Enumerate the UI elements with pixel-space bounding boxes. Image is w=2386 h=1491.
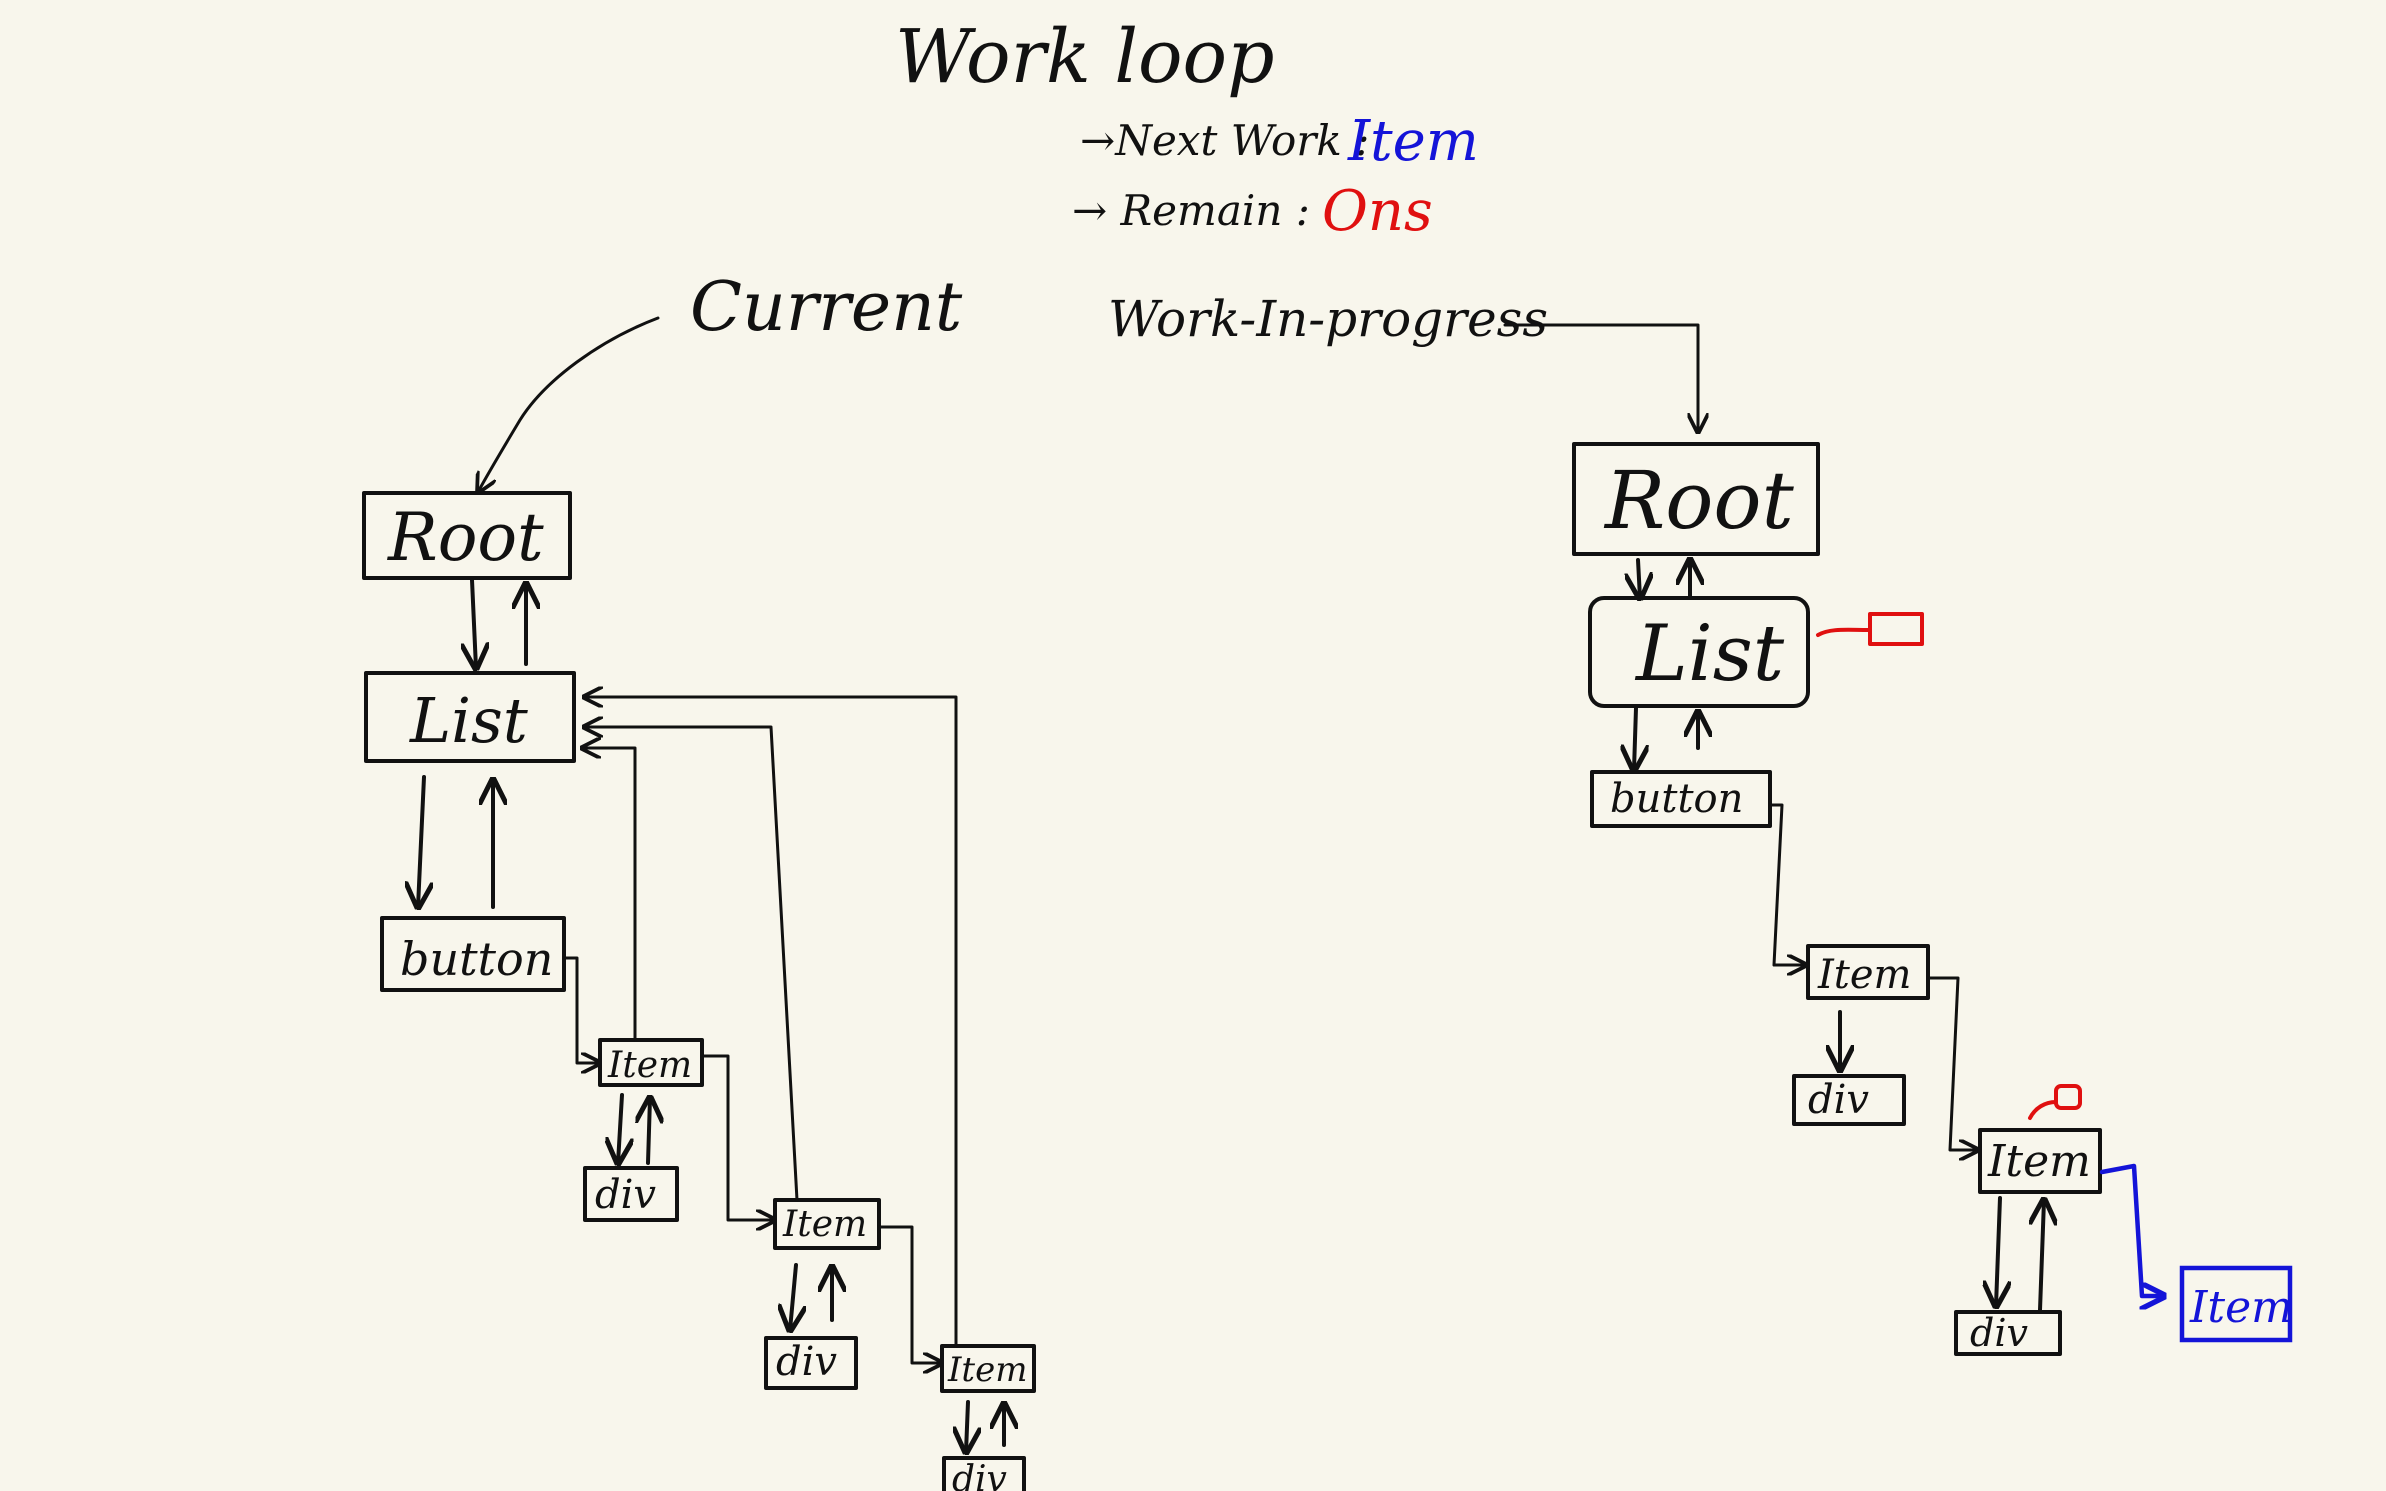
current-item2-to-div2-arrow [790,1263,796,1330]
wip-root-to-list-arrow [1638,558,1640,598]
current-div1-node [583,1166,679,1222]
current-div1-label: div [595,1172,656,1218]
next-work-label: →Next Work : [1080,116,1369,165]
wip-div2-node [1954,1310,2062,1356]
current-div3-node [942,1456,1026,1491]
remain-value: Ons [1322,179,1433,244]
wip-item2-node [1978,1128,2102,1194]
wip-pointer-arrow [1503,323,1698,432]
wip-tree: Work-In-progress Root List button Item d… [1108,290,2293,1356]
wip-button-node [1590,770,1772,828]
wip-item2-label: Item [1987,1136,2091,1187]
wip-list-label: List [1634,609,1785,699]
current-button-sibling-arrow [562,956,600,1063]
wip-item1-sibling-arrow [1928,976,1978,1150]
wip-item3-label: Item [2189,1282,2293,1333]
wip-root-label: Root [1603,454,1795,547]
current-div2-node [764,1336,858,1390]
wip-heading: Work-In-progress [1108,290,1548,348]
current-item2-return-arrow [584,727,799,1202]
current-item3-return-arrow [584,697,958,1348]
current-item3-label: Item [947,1350,1027,1390]
current-div3-label: div [952,1459,1007,1491]
current-button-node [380,916,566,992]
wip-div2-label: div [1970,1311,2028,1355]
wip-list-to-button-arrow [1634,706,1636,770]
remain-label: → Remain : [1072,186,1310,235]
current-item1-to-div1-arrow [618,1093,622,1163]
wip-item2-flag-mark [2028,1100,2058,1120]
wip-div2-to-item2-arrow [2040,1200,2044,1312]
current-heading: Current [690,268,963,347]
wip-button-sibling-arrow [1770,803,1806,965]
current-item2-sibling-arrow [878,1225,942,1363]
current-tree: Current Root List button Item div [362,268,1036,1491]
wip-list-flag-box [1868,612,1924,646]
wip-button-label: button [1610,776,1743,822]
current-div2-label: div [776,1339,837,1385]
current-button-label: button [400,932,553,986]
current-list-node [364,671,576,763]
next-work-value: Item [1347,109,1479,174]
current-div1-to-item1-arrow [648,1098,650,1165]
current-item1-label: Item [607,1045,692,1086]
current-item1-return-arrow [582,748,637,1042]
wip-item1-label: Item [1817,952,1911,998]
current-item3-to-div3-arrow [966,1400,968,1452]
wip-div1-label: div [1808,1077,1869,1123]
current-root-to-list-arrow [472,578,476,668]
current-item2-node [773,1198,881,1250]
diagram-title: Work loop [895,14,1274,100]
current-item2-label: Item [782,1204,867,1245]
current-root-node [362,491,572,580]
wip-div1-node [1792,1074,1906,1126]
wip-next-work-arrow [2099,1163,2164,1296]
wip-item2-to-div2-arrow [1996,1196,2000,1306]
current-item1-node [598,1038,704,1087]
wip-item1-node [1806,944,1930,1000]
wip-root-node [1572,442,1820,556]
wip-item2-flag-box [2054,1084,2082,1110]
wip-list-node [1588,596,1810,708]
current-list-to-button-arrow [418,775,424,907]
current-pointer-arrow [478,316,660,492]
wip-list-flag-mark [1816,627,1870,637]
wip-item3-node [2179,1265,2293,1343]
current-item3-node [940,1344,1036,1393]
current-list-label: List [409,684,528,757]
current-item1-sibling-arrow [702,1054,775,1220]
current-root-label: Root [387,499,544,576]
